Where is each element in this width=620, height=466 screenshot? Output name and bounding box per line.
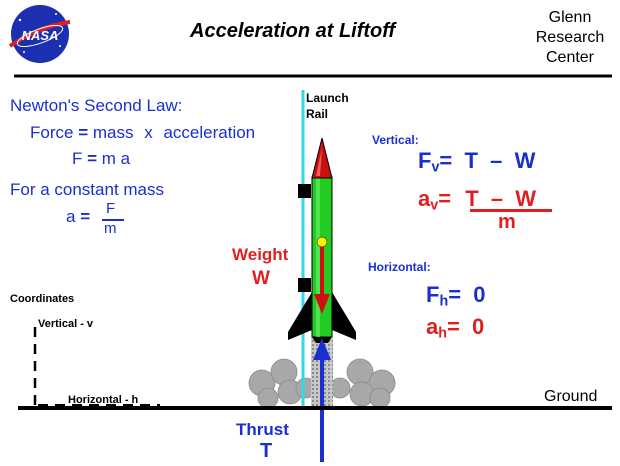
av-numerator: T – W [465,186,537,211]
thrust-symbol: T [260,440,273,462]
force-equation: Force = mass x acceleration [30,123,255,143]
fh-rhs: = 0 [448,282,486,307]
newton-heading: Newton's Second Law: [10,96,183,115]
launch-rail-label: Launch Rail [306,90,349,122]
coordinates-heading: Coordinates [10,293,75,305]
fma-equation: F = m a [72,149,130,169]
fv-subscript: v [431,159,440,176]
times-sign: x [144,123,153,142]
acceleration-word: acceleration [163,123,256,142]
weight-arrowhead [314,294,330,314]
equals-sign: = [80,207,91,226]
launch-rail-line-2: Rail [306,107,329,121]
nasa-logo: NASA [8,5,71,63]
ah-subscript: h [438,325,447,342]
ah-rhs: = 0 [446,314,485,339]
av-denominator: m [498,211,516,233]
ma-symbol: m a [101,149,131,168]
weight-symbol: W [252,268,270,289]
fh-subscript: h [439,293,449,310]
equals-sign: = [78,123,89,142]
vertical-axis-label: Vertical - v [38,318,94,330]
center-line-3: Center [545,49,595,66]
exhaust-cloud [248,358,396,409]
fraction-numerator: F [106,200,116,217]
weight-label: Weight [232,245,289,264]
f-symbol: F [72,149,83,168]
force-word: Force [30,123,74,142]
center-line-2: Research [535,29,605,46]
av-equals: = [438,186,452,211]
center-name: Glenn Research Center [530,8,610,68]
mass-word: mass [92,123,134,142]
fraction-bar [102,219,124,221]
thrust-label: Thrust [236,420,289,439]
fv-rhs: = T – W [439,148,536,173]
horizontal-force-equation: Fh= 0 [426,282,486,310]
launch-rail-line-1: Launch [306,91,349,105]
constant-mass-text: For a constant mass [10,180,165,199]
av-subscript: v [430,197,439,214]
ground-label: Ground [544,388,598,405]
page-title: Acceleration at Liftoff [190,20,396,42]
horizontal-axis-label: Horizontal - h [68,394,139,406]
equals-sign: = [87,149,98,168]
a-symbol: a [66,207,76,226]
fv-base: F [418,148,432,173]
thrust-arrowhead [313,338,331,360]
horizontal-label: Horizontal: [368,260,431,274]
fh-base: F [426,282,440,307]
fraction-denominator: m [104,220,117,237]
av-fraction-bar [470,209,552,212]
horizontal-accel-equation: ah= 0 [426,314,484,342]
nasa-logo-text: NASA [22,28,59,43]
center-line-1: Glenn [548,9,592,26]
vertical-force-equation: Fv= T – W [418,148,535,176]
ah-base: a [426,314,439,339]
av-base: a [418,186,431,211]
center-of-gravity [316,236,328,248]
a-equation: a = [66,207,90,227]
vertical-label: Vertical: [372,133,419,147]
vertical-accel-equation: av= T – W [418,186,536,214]
